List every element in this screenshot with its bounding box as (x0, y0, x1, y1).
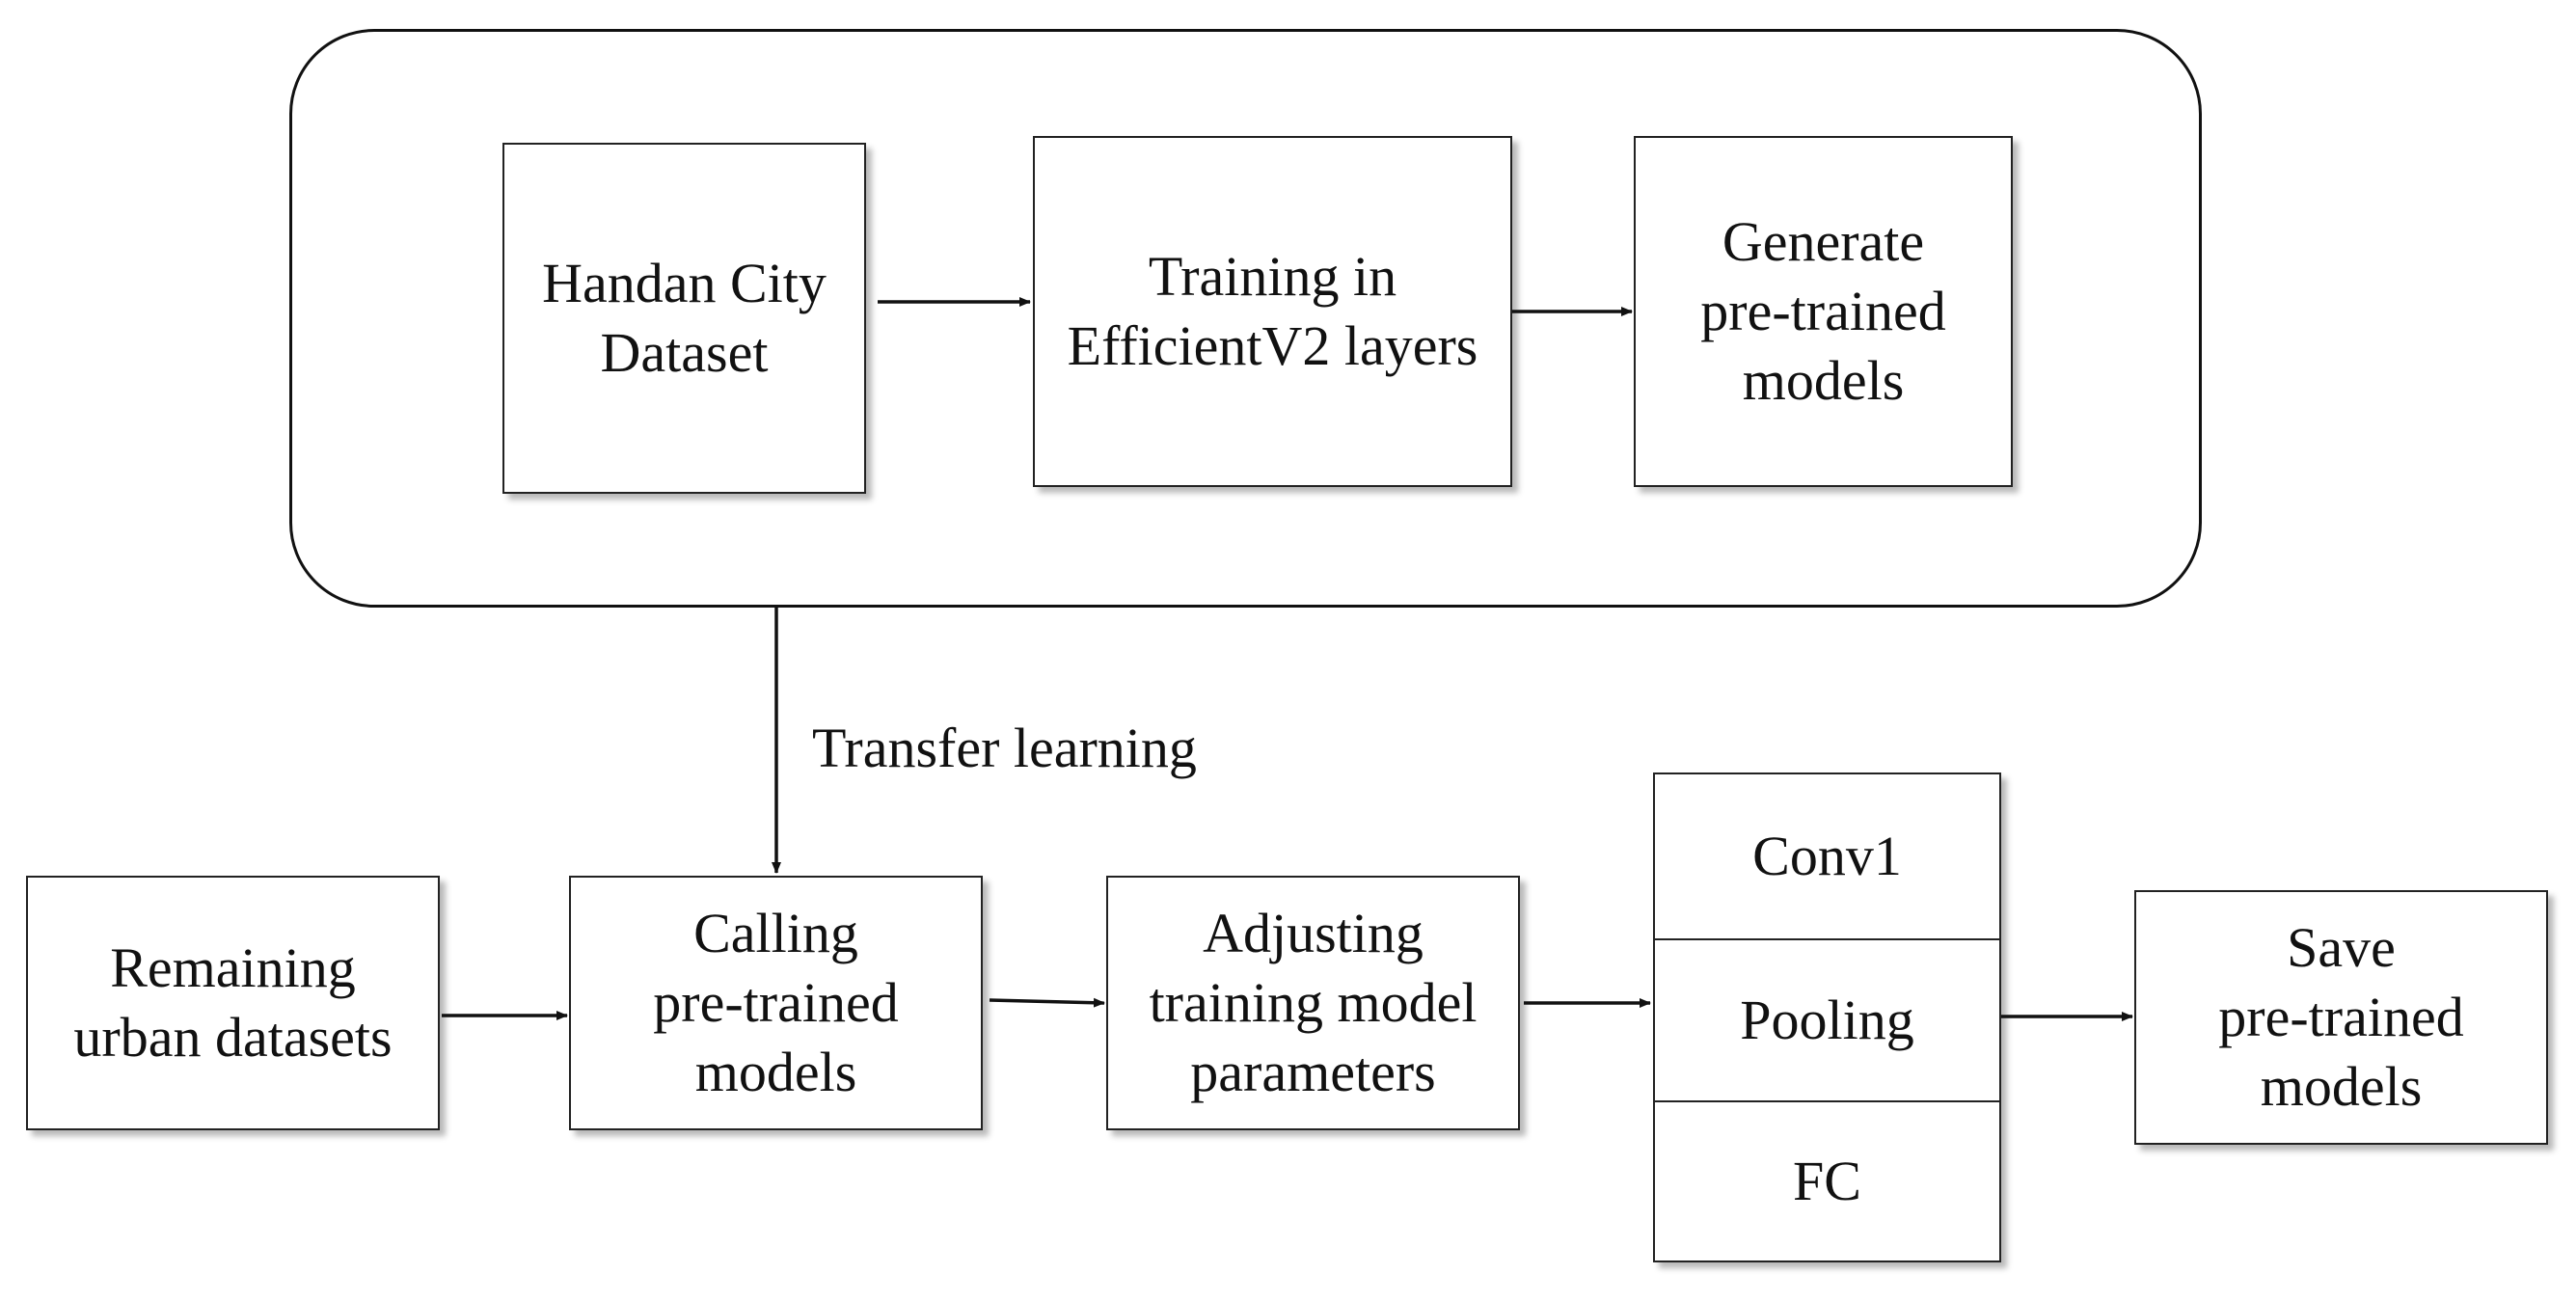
save-pretrained-label: Save pre-trained models (2218, 916, 2464, 1118)
remaining-datasets-node: Remaining urban datasets (26, 876, 440, 1130)
calling-pretrained-node: Calling pre-trained models (569, 876, 983, 1130)
training-efficientv2-label: Training in EfficientV2 layers (1067, 245, 1478, 377)
adjusting-parameters-label: Adjusting training model parameters (1149, 902, 1478, 1103)
remaining-datasets-label: Remaining urban datasets (73, 936, 393, 1069)
arrow-calling-to-adjusting (989, 997, 1105, 1008)
save-pretrained-node: Save pre-trained models (2134, 890, 2548, 1145)
layer-fc-label: FC (1793, 1150, 1861, 1212)
layer-pooling: Pooling (1655, 938, 1999, 1100)
generate-pretrained-label: Generate pre-trained models (1700, 210, 1946, 412)
training-efficientv2-node: Training in EfficientV2 layers (1033, 136, 1512, 487)
adjusting-parameters-node: Adjusting training model parameters (1106, 876, 1520, 1130)
network-layers-stack: Conv1 Pooling FC (1653, 772, 2001, 1262)
layer-pooling-label: Pooling (1740, 989, 1914, 1051)
pretraining-group (289, 29, 2202, 608)
generate-pretrained-node: Generate pre-trained models (1634, 136, 2013, 487)
handan-dataset-node: Handan City Dataset (502, 143, 866, 494)
transfer-learning-label: Transfer learning (812, 717, 1197, 779)
layer-conv1: Conv1 (1655, 774, 1999, 938)
calling-pretrained-label: Calling pre-trained models (653, 902, 899, 1103)
handan-dataset-label: Handan City Dataset (542, 252, 827, 384)
layer-conv1-label: Conv1 (1752, 825, 1902, 887)
layer-fc: FC (1655, 1100, 1999, 1260)
